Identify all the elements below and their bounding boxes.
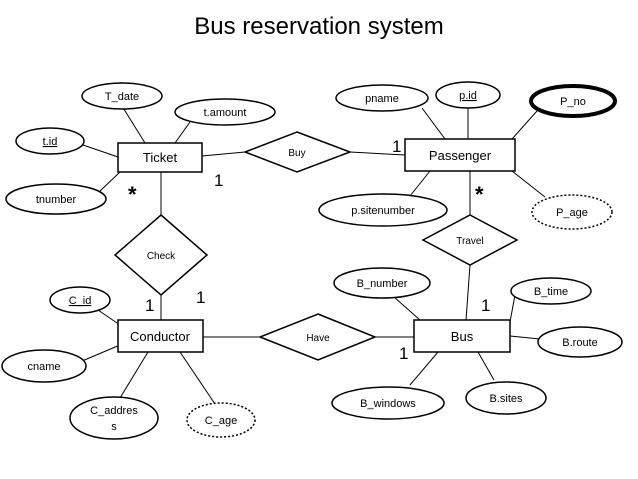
cardinality-buy-ticket: 1: [214, 171, 223, 190]
svg-text:p.id: p.id: [459, 90, 477, 102]
attribute-c-id-key: C_id: [49, 286, 111, 314]
cardinality-check-conductor-left: 1: [145, 296, 154, 315]
svg-text:tnumber: tnumber: [36, 194, 77, 206]
attribute-p-age-derived: P_age: [531, 194, 613, 230]
line-passenger-psitenumber: [409, 170, 431, 197]
cardinality-check-ticket: *: [128, 182, 137, 207]
relationship-buy: Buy: [242, 131, 353, 173]
relationship-travel: Travel: [421, 214, 519, 266]
entity-passenger: Passenger: [404, 138, 516, 172]
line-bus-broute: [509, 335, 541, 340]
line-ticket-tid: [82, 144, 119, 158]
cardinality-buy-passenger: 1: [392, 137, 401, 156]
line-ticket-tdate: [121, 105, 146, 144]
attribute-t-date: T_date: [81, 82, 163, 110]
svg-text:t.amount: t.amount: [204, 107, 247, 119]
entity-conductor: Conductor: [117, 319, 204, 353]
attribute-c-age-derived: C_age: [186, 402, 256, 438]
entity-conductor-label: Conductor: [130, 329, 191, 344]
svg-text:C_addres: C_addres: [90, 405, 138, 417]
attribute-tnumber: tnumber: [5, 183, 107, 215]
cardinality-travel-passenger: *: [475, 182, 484, 207]
relationship-check-label: Check: [147, 251, 176, 262]
attribute-c-address: C_addres s: [69, 396, 159, 440]
svg-text:B.sites: B.sites: [489, 393, 523, 405]
svg-text:B.route: B.route: [562, 337, 597, 349]
line-ticket-tnumber: [99, 171, 121, 192]
line-passenger-pname: [421, 107, 446, 140]
line-ticket-tamount: [174, 121, 191, 144]
svg-text:T_date: T_date: [105, 91, 139, 103]
line-bus-btime: [509, 294, 516, 323]
svg-text:B_windows: B_windows: [360, 398, 416, 410]
relationship-buy-label: Buy: [288, 148, 305, 159]
relationship-travel-label: Travel: [456, 236, 483, 247]
svg-text:cname: cname: [27, 361, 60, 373]
svg-text:pname: pname: [365, 93, 399, 105]
entity-bus-label: Bus: [451, 329, 474, 344]
entity-ticket: Ticket: [117, 142, 203, 173]
svg-text:B_time: B_time: [534, 286, 568, 298]
connector-lines: [74, 105, 546, 405]
cardinality-check-conductor-right: 1: [196, 288, 205, 307]
line-conductor-caddress: [119, 351, 149, 399]
line-conductor-cage: [179, 351, 216, 405]
svg-text:p.sitenumber: p.sitenumber: [351, 205, 415, 217]
attribute-pname: pname: [335, 84, 429, 112]
entity-bus: Bus: [413, 319, 511, 353]
relationship-have-label: Have: [306, 333, 330, 344]
line-buy-passenger: [349, 151, 406, 156]
diagram-title: Bus reservation system: [194, 13, 443, 40]
line-conductor-cid: [97, 309, 121, 326]
entity-passenger-label: Passenger: [429, 148, 492, 163]
attribute-b-route: B.route: [537, 326, 623, 358]
svg-text:B_number: B_number: [357, 278, 408, 290]
line-ticket-buy: [201, 151, 246, 157]
relationship-have: Have: [257, 313, 378, 361]
line-passenger-page: [511, 170, 546, 198]
attribute-b-number: B_number: [333, 267, 431, 299]
line-bus-bsites: [477, 351, 495, 381]
attribute-t-id-key: t.id: [15, 127, 85, 155]
svg-text:t.id: t.id: [43, 136, 58, 148]
attribute-p-no-multivalued: P_no: [529, 84, 617, 118]
relationship-check: Check: [113, 214, 209, 296]
svg-text:P_age: P_age: [556, 207, 588, 219]
svg-text:C_age: C_age: [205, 415, 237, 427]
cardinality-have-bus: 1: [399, 344, 408, 363]
attribute-t-amount: t.amount: [174, 98, 276, 126]
attribute-p-sitenumber: p.sitenumber: [318, 193, 448, 227]
svg-text:C_id: C_id: [69, 295, 92, 307]
line-bus-bnumber: [393, 296, 421, 321]
svg-text:s: s: [111, 421, 117, 433]
line-bus-bwindows: [409, 351, 439, 386]
attribute-b-time: B_time: [510, 277, 592, 305]
cardinality-travel-bus: 1: [481, 296, 490, 315]
attribute-b-sites: B.sites: [465, 381, 547, 415]
attribute-b-windows: B_windows: [331, 386, 445, 420]
attribute-p-id-key: p.id: [435, 81, 501, 109]
attribute-cname: cname: [1, 349, 87, 383]
line-passenger-pno: [511, 110, 538, 140]
entity-ticket-label: Ticket: [143, 150, 178, 165]
svg-text:P_no: P_no: [560, 96, 586, 108]
line-travel-bus: [465, 264, 471, 321]
